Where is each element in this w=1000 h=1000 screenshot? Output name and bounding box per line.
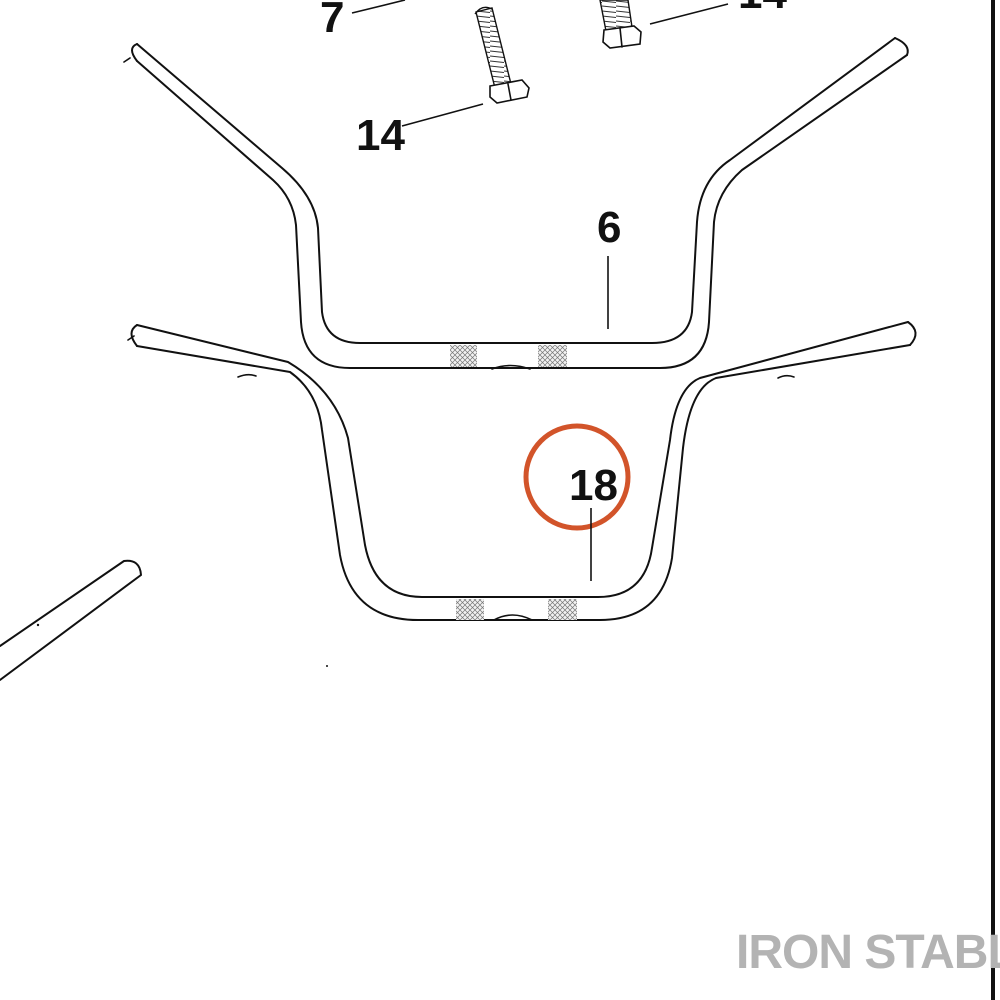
right-edge-border	[991, 0, 995, 1000]
bolt-top-right	[599, 0, 642, 49]
watermark-logo: IRON STABLE	[736, 926, 1000, 979]
knurl-left-6	[450, 345, 477, 367]
bolt-center	[474, 6, 530, 104]
highlight-circle	[523, 423, 631, 531]
knurl-right-18	[548, 599, 577, 620]
knurl-right-6	[538, 345, 567, 367]
callout-6: 6	[597, 203, 621, 252]
bar-fragment-left	[0, 559, 328, 681]
bolt-part-7-leader	[351, 0, 406, 14]
leader-14	[401, 103, 484, 127]
handlebar-18	[127, 321, 917, 621]
callout-14: 14	[356, 111, 405, 160]
leader-14-top	[649, 3, 729, 25]
callout-14-top: 14	[738, 0, 787, 18]
knurl-left-18	[456, 599, 484, 620]
callout-7: 7	[320, 0, 344, 42]
callout-18: 18	[569, 461, 618, 510]
handlebar-6	[123, 37, 909, 370]
